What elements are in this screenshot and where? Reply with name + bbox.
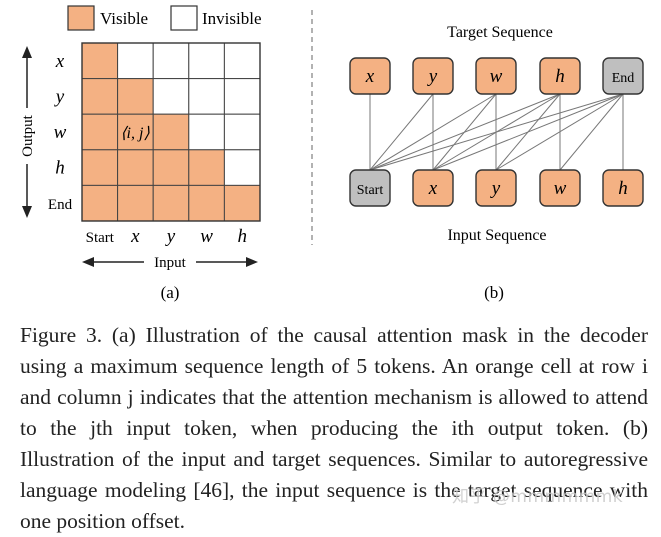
mask-row-label: y xyxy=(54,86,65,107)
legend-visible-swatch xyxy=(67,5,95,31)
connection-lines xyxy=(369,93,624,171)
input-token-row: Start x y w h xyxy=(349,169,644,207)
mask-cell-r3-c0 xyxy=(81,149,119,186)
watermark: 知乎 @mmmmmmk xyxy=(452,487,624,507)
mask-cell-r1-c3 xyxy=(188,78,225,115)
mask-cell-r0-c0 xyxy=(81,42,119,80)
target-token-box xyxy=(602,57,644,95)
figure-caption: Figure 3. (a) Illustration of the causal… xyxy=(20,323,648,533)
legend: Visible Invisible xyxy=(67,5,262,31)
mask-cell-r1-c0 xyxy=(81,78,119,115)
output-label: Output xyxy=(20,114,36,157)
mask-cell-r2-c1 xyxy=(117,113,154,151)
target-token-box xyxy=(412,57,454,95)
target-token-label: h xyxy=(555,66,565,87)
input-axis-arrow: Input xyxy=(82,252,258,272)
input-token-label: h xyxy=(618,178,628,199)
input-token-label: w xyxy=(554,178,567,199)
target-token-box xyxy=(475,57,517,95)
input-token-label: y xyxy=(490,178,501,199)
mask-cell-r0-c4 xyxy=(223,42,261,80)
target-token-label: x xyxy=(365,66,375,87)
connection-line xyxy=(369,93,624,171)
connection-line xyxy=(369,93,434,171)
mask-cell-r2-c4 xyxy=(223,113,261,151)
mask-cell-r2-c3 xyxy=(188,113,225,151)
output-axis-arrow: Output xyxy=(17,46,37,218)
mask-cell-r1-c4 xyxy=(223,78,261,115)
mask-border xyxy=(81,42,261,222)
connection-line xyxy=(369,93,497,171)
input-token-box xyxy=(349,169,391,207)
mask-col-label: Start xyxy=(86,230,115,246)
panel-b-label: (b) xyxy=(484,283,504,302)
mask-cell-r1-c1 xyxy=(117,78,154,115)
input-token-box xyxy=(475,169,517,207)
target-token-label: y xyxy=(427,66,438,87)
connection-line xyxy=(432,93,624,171)
target-sequence-title: Target Sequence xyxy=(447,24,553,41)
panel-a-label: (a) xyxy=(161,283,180,302)
target-token-row: x y w h End xyxy=(349,57,644,95)
legend-invisible-swatch xyxy=(170,5,198,31)
mask-cell-r4-c1 xyxy=(117,184,154,222)
input-token-box xyxy=(539,169,581,207)
legend-visible-label: Visible xyxy=(100,9,148,28)
legend-invisible-label: Invisible xyxy=(202,9,262,28)
mask-col-label: y xyxy=(165,226,176,247)
mask-cell-r4-c3 xyxy=(188,184,225,222)
input-token-box xyxy=(412,169,454,207)
input-sequence-title: Input Sequence xyxy=(447,227,546,244)
target-token-label: w xyxy=(490,66,503,87)
mask-col-label: h xyxy=(237,226,247,247)
mask-col-label: x xyxy=(130,226,140,247)
input-token-label: Start xyxy=(357,183,384,198)
input-token-label: x xyxy=(428,178,438,199)
input-token-box xyxy=(602,169,644,207)
mask-row-label: h xyxy=(55,158,65,179)
connection-line xyxy=(559,93,624,171)
target-token-box xyxy=(539,57,581,95)
mask-cell-r2-c0 xyxy=(81,113,119,151)
connection-line xyxy=(369,93,561,171)
target-token-box xyxy=(349,57,391,95)
mask-cell-r0-c2 xyxy=(152,42,190,80)
mask-cell-r3-c4 xyxy=(223,149,261,186)
mask-cell-r0-c1 xyxy=(117,42,154,80)
target-token-label: End xyxy=(612,71,635,86)
connection-line xyxy=(495,93,624,171)
input-label: Input xyxy=(154,255,186,271)
mask-col-label: w xyxy=(200,226,213,247)
mask-row-label: w xyxy=(54,122,67,143)
mask-cell-r1-c2 xyxy=(152,78,190,115)
attention-mask-grid xyxy=(81,42,261,222)
mask-cell-r3-c1 xyxy=(117,149,154,186)
mask-cell-r0-c3 xyxy=(188,42,225,80)
mask-cell-r4-c0 xyxy=(81,184,119,222)
cell-annotation: ⟨i, j⟩ xyxy=(120,125,150,142)
mask-row-label: x xyxy=(55,51,65,72)
mask-row-label: End xyxy=(48,197,73,213)
mask-cell-r2-c2 xyxy=(152,113,190,151)
mask-cell-r4-c2 xyxy=(152,184,190,222)
mask-cell-r3-c2 xyxy=(152,149,190,186)
mask-cell-r3-c3 xyxy=(188,149,225,186)
mask-cell-r4-c4 xyxy=(223,184,261,222)
